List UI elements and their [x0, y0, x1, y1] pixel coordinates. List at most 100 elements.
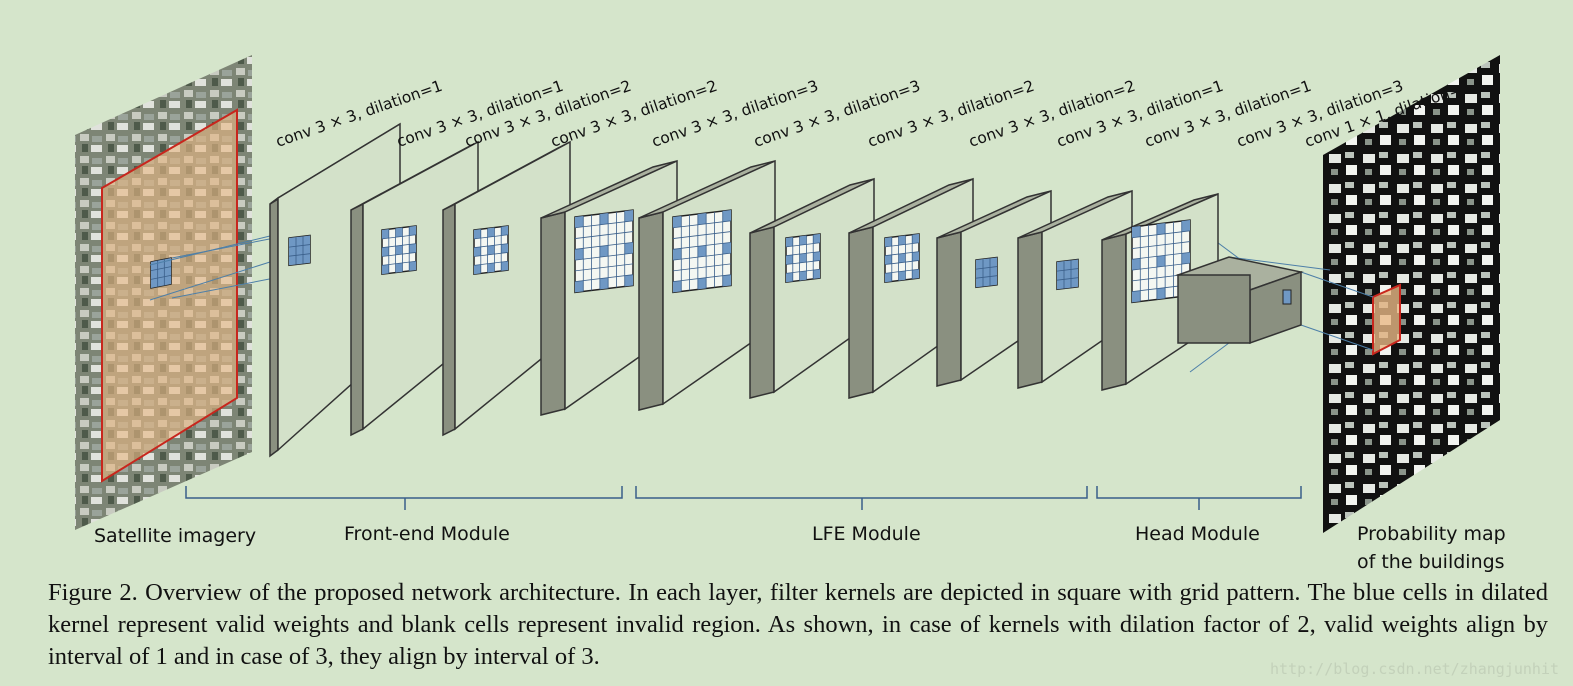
valid-weight-cell	[697, 277, 707, 290]
valid-weight-cell	[599, 277, 609, 290]
valid-weight-cell	[599, 213, 609, 225]
valid-weight-cell	[885, 237, 892, 247]
label-satellite-imagery: Satellite imagery	[94, 525, 256, 547]
valid-weight-cell	[575, 248, 584, 261]
valid-weight-cell	[395, 245, 403, 255]
valid-weight-cell	[983, 276, 990, 287]
valid-weight-cell	[697, 245, 707, 258]
connector-line	[1300, 324, 1374, 351]
kernel-grid	[574, 209, 634, 294]
valid-weight-cell	[722, 210, 731, 222]
kernel-grid	[975, 256, 998, 289]
valid-weight-cell	[296, 254, 303, 265]
valid-weight-cell	[1071, 268, 1078, 279]
valid-weight-cell	[1156, 287, 1166, 300]
valid-weight-cell	[722, 274, 731, 287]
valid-weight-cell	[898, 253, 906, 263]
valid-weight-cell	[976, 259, 983, 270]
layer-label: conv 3 × 3, dilation=3	[649, 77, 820, 151]
valid-weight-cell	[151, 278, 158, 288]
label-front-end-module: Front-end Module	[344, 523, 510, 545]
valid-weight-cell	[157, 276, 165, 287]
valid-weight-cell	[1057, 261, 1064, 272]
head-block	[1175, 256, 1304, 345]
receptive-field-region	[101, 108, 238, 483]
kernel-grid	[672, 209, 732, 294]
valid-weight-cell	[501, 261, 508, 271]
valid-weight-cell	[296, 245, 303, 256]
valid-weight-cell	[1071, 277, 1078, 288]
kernel-grid	[1056, 258, 1079, 291]
valid-weight-cell	[395, 262, 403, 273]
label-lfe-module: LFE Module	[812, 523, 921, 545]
valid-weight-cell	[813, 251, 820, 262]
satellite-image	[75, 55, 252, 530]
valid-weight-cell	[624, 242, 633, 255]
connector-line	[149, 235, 271, 266]
valid-weight-cell	[395, 227, 403, 238]
valid-weight-cell	[382, 264, 389, 275]
valid-weight-cell	[885, 272, 892, 283]
valid-weight-cell	[409, 261, 416, 271]
valid-weight-cell	[501, 225, 508, 236]
network-architecture-diagram: conv 3 × 3, dilation=1 conv 3 × 3, dilati…	[75, 55, 1506, 573]
valid-weight-cell	[303, 253, 310, 264]
valid-weight-cell	[487, 262, 495, 273]
valid-weight-cell	[1064, 278, 1071, 289]
valid-weight-cell	[157, 268, 165, 278]
valid-weight-cell	[409, 243, 416, 254]
valid-weight-cell	[898, 270, 906, 281]
valid-weight-cell	[1064, 260, 1071, 271]
valid-weight-cell	[813, 233, 820, 244]
connector-line	[1228, 256, 1331, 271]
valid-weight-cell	[722, 242, 731, 255]
valid-weight-cell	[624, 274, 633, 287]
valid-weight-cell	[289, 246, 296, 257]
valid-weight-cell	[912, 251, 919, 262]
valid-weight-cell	[983, 258, 990, 269]
valid-weight-cell	[1156, 223, 1166, 235]
valid-weight-cell	[151, 269, 158, 280]
valid-weight-cell	[296, 236, 303, 247]
valid-weight-cell	[990, 257, 997, 268]
valid-weight-cell	[575, 280, 584, 293]
layer-label: conv 3 × 3, dilation=1	[1142, 77, 1313, 151]
valid-weight-cell	[1132, 258, 1141, 271]
valid-weight-cell	[799, 235, 807, 246]
valid-weight-cell	[303, 244, 310, 255]
valid-weight-cell	[799, 253, 807, 263]
valid-weight-cell	[1181, 220, 1190, 232]
valid-weight-cell	[164, 266, 171, 277]
valid-weight-cell	[912, 269, 919, 279]
valid-weight-cell	[303, 235, 310, 246]
valid-weight-cell	[983, 267, 990, 278]
figure-caption: Figure 2. Overview of the proposed netwo…	[48, 579, 1548, 670]
valid-weight-cell	[474, 229, 481, 239]
label-probability-map: Probability map	[1357, 523, 1506, 545]
valid-weight-cell	[1064, 269, 1071, 280]
valid-weight-cell	[474, 264, 481, 275]
valid-weight-cell	[673, 216, 682, 228]
valid-weight-cell	[898, 235, 906, 246]
valid-weight-cell	[1181, 252, 1190, 265]
brace-head	[1096, 486, 1302, 510]
conv-layers	[269, 122, 1219, 458]
output-pixel-highlight	[1372, 283, 1401, 356]
valid-weight-cell	[1132, 290, 1141, 303]
valid-weight-cell	[813, 269, 820, 279]
watermark: http://blog.csdn.net/zhangjunhit	[1270, 660, 1559, 678]
brace-lfe	[635, 486, 1088, 510]
conv-layer	[442, 140, 571, 437]
kernel-grid	[381, 225, 417, 276]
valid-weight-cell	[624, 210, 633, 222]
valid-weight-cell	[673, 280, 682, 293]
valid-weight-cell	[289, 237, 296, 248]
kernel-grid	[785, 233, 821, 284]
valid-weight-cell	[912, 233, 919, 244]
valid-weight-cell	[1156, 255, 1166, 268]
valid-weight-cell	[799, 270, 807, 281]
valid-weight-cell	[673, 248, 682, 261]
valid-weight-cell	[1071, 259, 1078, 270]
valid-weight-cell	[786, 237, 793, 247]
valid-weight-cell	[164, 275, 171, 286]
